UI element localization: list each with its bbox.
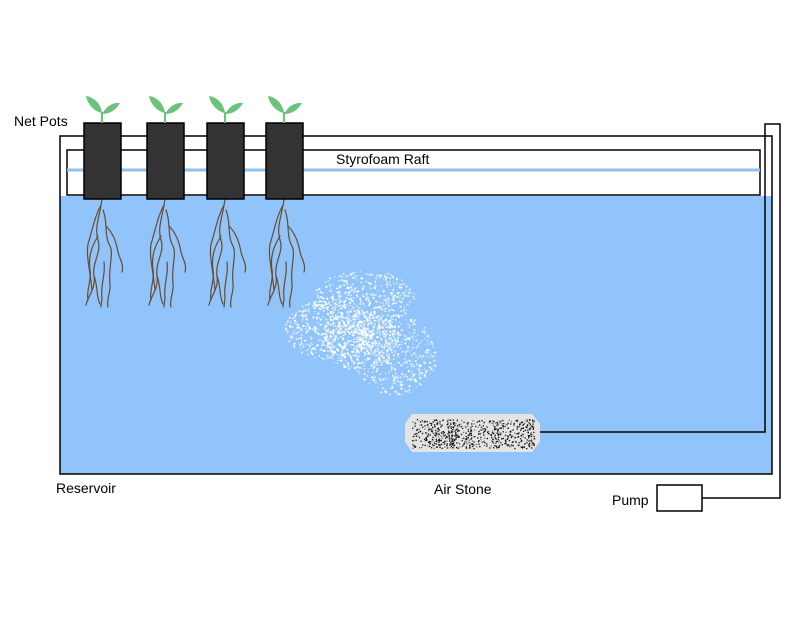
label-net-pots: Net Pots (14, 113, 68, 129)
plant-roots (85, 198, 124, 308)
air-bubbles (284, 270, 437, 396)
net-pots (83, 96, 306, 308)
label-reservoir: Reservoir (56, 480, 116, 496)
net-pot (83, 96, 124, 308)
pump-box (656, 484, 703, 512)
label-styrofoam-raft: Styrofoam Raft (336, 151, 429, 167)
plant-roots (148, 198, 187, 308)
air-tube (540, 123, 781, 499)
reservoir-tank (59, 135, 773, 475)
seedling-icon (149, 96, 183, 123)
net-pot (146, 96, 187, 308)
plant-roots (267, 198, 306, 308)
net-pot (265, 96, 306, 308)
label-pump: Pump (612, 492, 649, 508)
net-pot-body (146, 122, 185, 200)
plant-roots (208, 198, 247, 308)
air-stone (405, 414, 540, 452)
net-pot-body (83, 122, 122, 200)
net-pot-body (206, 122, 245, 200)
seedling-icon (86, 96, 120, 123)
seedling-icon (209, 96, 243, 123)
label-air-stone: Air Stone (434, 481, 492, 497)
seedling-icon (268, 96, 302, 123)
net-pot-body (265, 122, 304, 200)
net-pot (206, 96, 247, 308)
